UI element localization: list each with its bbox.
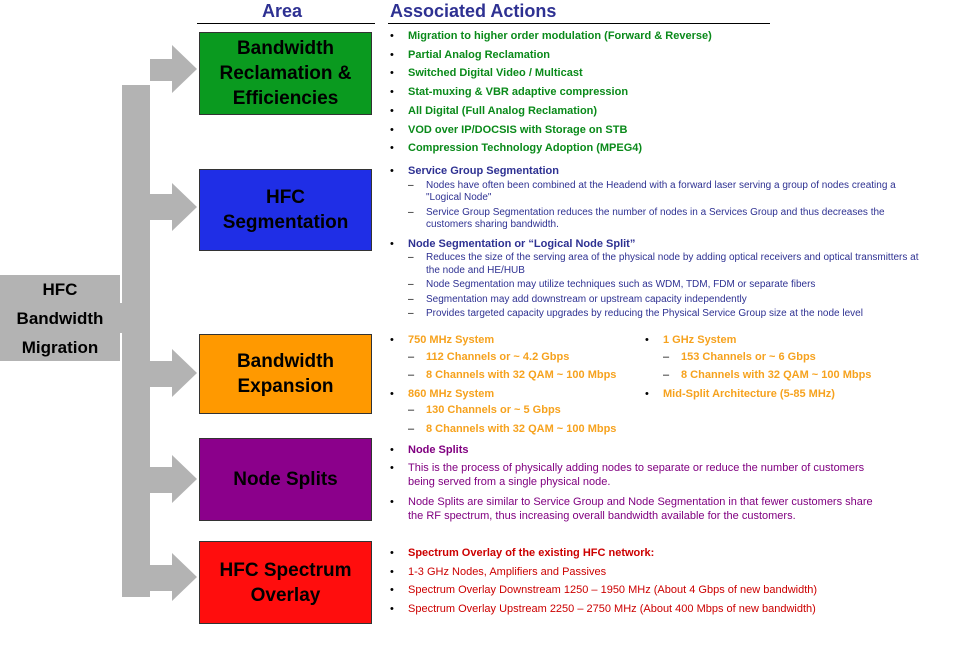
list-item: Mid-Split Architecture (5-85 MHz)	[645, 386, 945, 403]
area-box-segmentation: HFC Segmentation	[199, 169, 372, 251]
branch-arrows	[120, 45, 197, 601]
area-label-segmentation: HFC Segmentation	[222, 187, 349, 233]
list-item: Partial Analog Reclamation	[390, 46, 950, 65]
arrow-source-connector	[120, 303, 122, 333]
list-item: VOD over IP/DOCSIS with Storage on STB	[390, 121, 950, 140]
area-box-overlay: HFC Spectrum Overlay	[199, 541, 372, 624]
sub-item: Segmentation may add downstream or upstr…	[390, 294, 930, 307]
arrow-1	[150, 45, 197, 93]
source-label: HFC Bandwidth Migration	[16, 279, 104, 357]
sublist-container: 153 Channels or ~ 6 Gbps 8 Channels with…	[645, 349, 945, 384]
area-header-rule	[197, 23, 375, 24]
area-box-expansion: Bandwidth Expansion	[199, 334, 372, 414]
area-label-expansion: Bandwidth Expansion	[236, 351, 335, 397]
sublist-container: 130 Channels or ~ 5 Gbps 8 Channels with…	[390, 402, 640, 437]
area-label-node-splits: Node Splits	[233, 469, 338, 490]
sub-item: Service Group Segmentation reduces the n…	[390, 207, 930, 232]
segmentation-title-1: Service Group Segmentation	[408, 165, 559, 177]
list-item: 1-3 GHz Nodes, Amplifiers and Passives	[390, 563, 930, 582]
list-item: Service Group Segmentation	[390, 162, 930, 181]
arrow-trunk	[122, 85, 150, 597]
sub-item: 8 Channels with 32 QAM ~ 100 Mbps	[390, 367, 640, 384]
list-item: All Digital (Full Analog Reclamation)	[390, 102, 950, 121]
list-item: Spectrum Overlay Downstream 1250 – 1950 …	[390, 581, 930, 600]
overlay-actions: Spectrum Overlay of the existing HFC net…	[390, 544, 930, 619]
actions-header-rule	[388, 23, 770, 24]
sub-item: Reduces the size of the serving area of …	[390, 252, 930, 277]
sublist-container: Reduces the size of the serving area of …	[390, 252, 930, 321]
area-box-reclamation: Bandwidth Reclamation & Efficiencies	[199, 32, 372, 115]
list-item: Migration to higher order modulation (Fo…	[390, 27, 950, 46]
sublist: 112 Channels or ~ 4.2 Gbps 8 Channels wi…	[390, 349, 640, 384]
reclamation-actions: Migration to higher order modulation (Fo…	[390, 27, 950, 158]
list-item: Node Splits are similar to Service Group…	[390, 495, 890, 523]
actions-header: Associated Actions	[390, 1, 557, 21]
sublist: Reduces the size of the serving area of …	[390, 252, 930, 321]
segmentation-title-2: Node Segmentation or “Logical Node Split…	[408, 237, 636, 250]
list-item: Spectrum Overlay of the existing HFC net…	[390, 544, 930, 563]
expansion-actions-left: 750 MHz System 112 Channels or ~ 4.2 Gbp…	[390, 332, 640, 439]
list-item: 750 MHz System	[390, 332, 640, 349]
sub-item: 112 Channels or ~ 4.2 Gbps	[390, 349, 640, 366]
list-item: Node Segmentation or “Logical Node Split…	[390, 235, 930, 254]
sub-item: 153 Channels or ~ 6 Gbps	[645, 349, 945, 366]
sub-item: 8 Channels with 32 QAM ~ 100 Mbps	[390, 421, 640, 438]
area-box-node-splits: Node Splits	[199, 438, 372, 521]
arrow-5	[150, 553, 197, 601]
list-item: Switched Digital Video / Multicast	[390, 64, 950, 83]
sub-item: Provides targeted capacity upgrades by r…	[390, 308, 930, 321]
sublist: Nodes have often been combined at the He…	[390, 180, 930, 232]
sublist: 153 Channels or ~ 6 Gbps 8 Channels with…	[645, 349, 945, 384]
arrow-2	[122, 183, 197, 231]
area-label-overlay: HFC Spectrum Overlay	[219, 559, 352, 606]
sub-item: 130 Channels or ~ 5 Gbps	[390, 402, 640, 419]
source-box: HFC Bandwidth Migration	[0, 275, 120, 361]
sublist-container: Nodes have often been combined at the He…	[390, 180, 930, 232]
list-item: Spectrum Overlay Upstream 2250 – 2750 MH…	[390, 600, 930, 619]
area-label-reclamation: Bandwidth Reclamation & Efficiencies	[219, 38, 352, 109]
arrow-4	[150, 455, 197, 503]
list-item: 1 GHz System	[645, 332, 945, 349]
sub-item: 8 Channels with 32 QAM ~ 100 Mbps	[645, 367, 945, 384]
list-item: Compression Technology Adoption (MPEG4)	[390, 139, 950, 158]
list-item: Stat-muxing & VBR adaptive compression	[390, 83, 950, 102]
sublist-container: 112 Channels or ~ 4.2 Gbps 8 Channels wi…	[390, 349, 640, 384]
list-item: This is the process of physically adding…	[390, 461, 890, 489]
sublist: 130 Channels or ~ 5 Gbps 8 Channels with…	[390, 402, 640, 437]
arrow-3	[150, 349, 197, 397]
node-splits-actions: Node Splits This is the process of physi…	[390, 441, 890, 523]
sub-item: Node Segmentation may utilize techniques…	[390, 279, 930, 292]
list-item: 860 MHz System	[390, 386, 640, 403]
expansion-actions-right: 1 GHz System 153 Channels or ~ 6 Gbps 8 …	[645, 332, 945, 402]
sub-item: Nodes have often been combined at the He…	[390, 180, 930, 205]
list-item: Node Splits	[390, 441, 890, 460]
area-header: Area	[262, 1, 303, 21]
segmentation-actions: Service Group Segmentation Nodes have of…	[390, 162, 930, 323]
